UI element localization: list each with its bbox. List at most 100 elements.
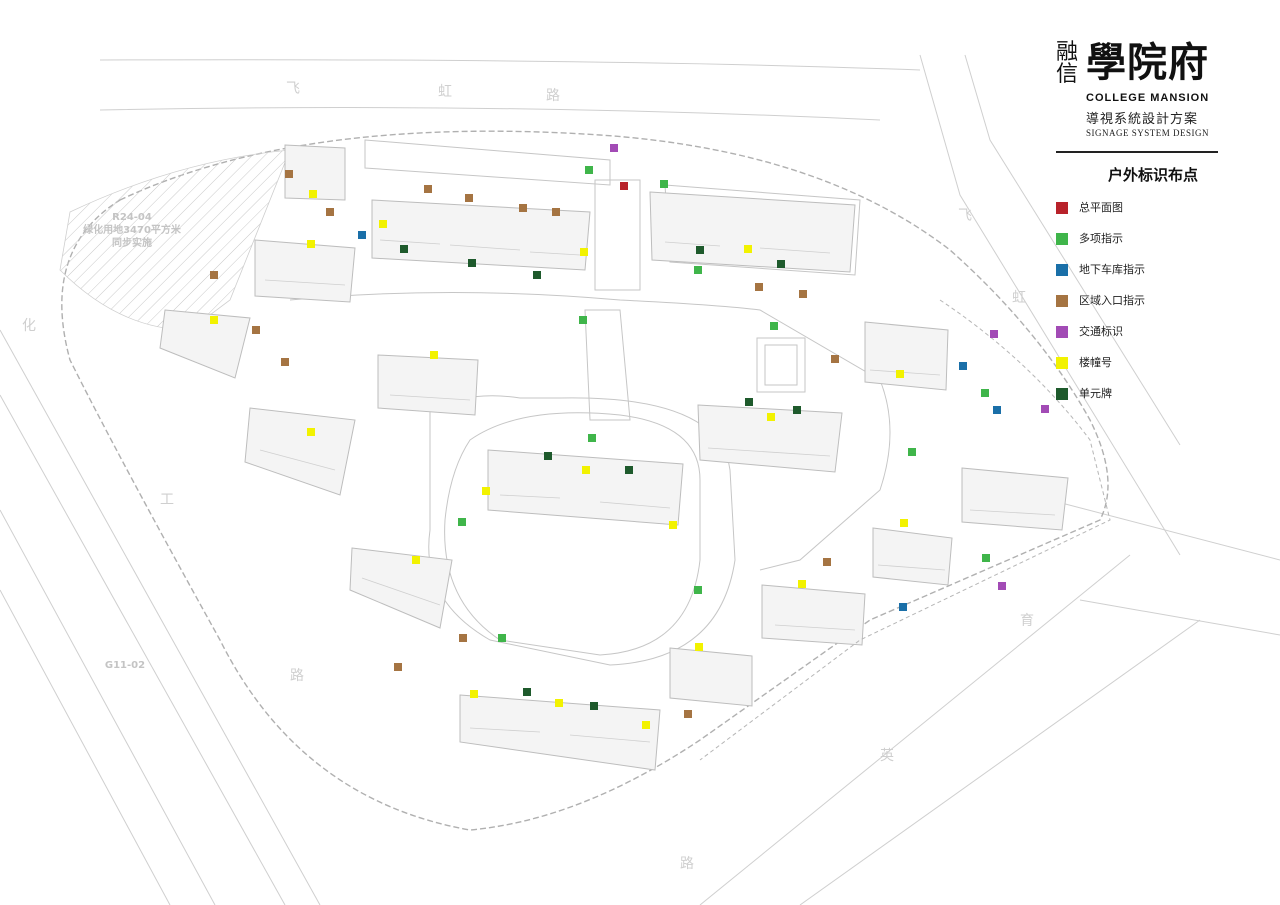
brand-title: 學院府 — [1086, 39, 1209, 86]
area-entrance-sign-marker — [459, 634, 467, 642]
header-divider — [1056, 151, 1218, 153]
building-number-sign-marker — [379, 220, 387, 228]
buildings — [159, 144, 1069, 771]
building-3 — [649, 191, 856, 273]
multi-direction-sign-marker — [579, 316, 587, 324]
brand-subtitle: 導視系統設計方案 — [1086, 112, 1199, 127]
building-number-sign-marker — [767, 413, 775, 421]
building-number-sign-marker — [482, 487, 490, 495]
legend-item: 地下车库指示 — [1056, 262, 1145, 293]
building-number-sign-marker — [900, 519, 908, 527]
building-number-sign-marker — [580, 248, 588, 256]
unit-sign-marker — [696, 246, 704, 254]
multi-direction-sign-marker — [982, 554, 990, 562]
building-number-sign-marker — [309, 190, 317, 198]
traffic-sign-marker — [998, 582, 1006, 590]
building-number-sign-marker — [896, 370, 904, 378]
road-label-fei-right: 飞 — [958, 208, 972, 224]
legend-swatch — [1056, 357, 1068, 369]
building-14 — [761, 584, 866, 646]
legend-item: 总平面图 — [1056, 200, 1145, 231]
road-label-ying: 英 — [880, 747, 894, 764]
road-label-fei-top: 飞 — [286, 81, 300, 97]
building-11 — [961, 467, 1069, 531]
east-road-dashed — [699, 299, 1111, 761]
brand-english: COLLEGE MANSION — [1086, 92, 1210, 104]
area-entrance-sign-marker — [831, 355, 839, 363]
area-entrance-sign-marker — [394, 663, 402, 671]
building-10 — [864, 321, 949, 391]
building-number-sign-marker — [430, 351, 438, 359]
legend-swatch — [1056, 264, 1068, 276]
multi-direction-sign-marker — [498, 634, 506, 642]
legend-label: 楼幢号 — [1079, 356, 1112, 369]
building-number-sign-marker — [555, 699, 563, 707]
road-label-hong-right: 虹 — [1012, 290, 1026, 306]
area-entrance-sign-marker — [210, 271, 218, 279]
garage-sign-marker — [358, 231, 366, 239]
road-labels: 飞 虹 路 飞 虹 化 工 路 育 英 路 — [22, 81, 1034, 872]
unit-sign-marker — [400, 245, 408, 253]
unit-sign-marker — [533, 271, 541, 279]
building-number-sign-marker — [307, 428, 315, 436]
building-number-sign-marker — [210, 316, 218, 324]
building-number-sign-marker — [744, 245, 752, 253]
building-number-sign-marker — [582, 466, 590, 474]
building-4 — [254, 239, 356, 303]
green-land-note-2: 同步实施 — [112, 236, 152, 249]
building-15 — [669, 647, 753, 707]
legend-item: 多项指示 — [1056, 231, 1145, 262]
building-5 — [159, 309, 251, 379]
traffic-sign-marker — [1041, 405, 1049, 413]
unit-sign-marker — [793, 406, 801, 414]
area-entrance-sign-marker — [285, 170, 293, 178]
road-label-hong-top: 虹 — [438, 84, 452, 100]
legend-title: 户外标识布点 — [1108, 166, 1199, 184]
multi-direction-sign-marker — [908, 448, 916, 456]
multi-direction-sign-marker — [585, 166, 593, 174]
unit-sign-marker — [625, 466, 633, 474]
building-7 — [244, 407, 356, 496]
road-label-lu-top: 路 — [546, 88, 560, 104]
area-entrance-sign-marker — [552, 208, 560, 216]
legend-swatch — [1056, 326, 1068, 338]
multi-direction-sign-marker — [458, 518, 466, 526]
legend-item: 区域入口指示 — [1056, 293, 1145, 324]
unit-sign-marker — [590, 702, 598, 710]
building-13 — [349, 547, 453, 629]
legend-swatch — [1056, 233, 1068, 245]
legend-label: 总平面图 — [1079, 201, 1123, 214]
green-land-note: 绿化用地3470平方米 — [83, 223, 182, 236]
garage-sign-marker — [899, 603, 907, 611]
building-number-sign-marker — [470, 690, 478, 698]
multi-direction-sign-marker — [588, 434, 596, 442]
area-entrance-sign-marker — [252, 326, 260, 334]
building-number-sign-marker — [642, 721, 650, 729]
unit-sign-marker — [523, 688, 531, 696]
traffic-sign-marker — [990, 330, 998, 338]
multi-direction-sign-marker — [981, 389, 989, 397]
multi-direction-sign-marker — [770, 322, 778, 330]
building-2 — [284, 144, 346, 201]
legend-label: 区域入口指示 — [1079, 294, 1145, 307]
area-entrance-sign-marker — [799, 290, 807, 298]
garage-sign-marker — [959, 362, 967, 370]
road-label-hua: 化 — [22, 318, 36, 334]
building-details — [259, 239, 1056, 743]
legend: 总平面图 多项指示 地下车库指示 区域入口指示 交通标识 楼幢号 单元牌 — [1056, 200, 1145, 417]
road-network — [0, 54, 1280, 905]
area-entrance-sign-marker — [465, 194, 473, 202]
legend-swatch — [1056, 295, 1068, 307]
building-number-sign-marker — [412, 556, 420, 564]
legend-swatch — [1056, 202, 1068, 214]
building-12 — [872, 527, 953, 586]
green-land-code: R24-04 — [112, 212, 152, 223]
area-entrance-sign-marker — [519, 204, 527, 212]
building-6 — [377, 354, 479, 416]
legend-item: 单元牌 — [1056, 386, 1145, 417]
multi-direction-sign-marker — [660, 180, 668, 188]
legend-label: 单元牌 — [1079, 387, 1112, 400]
building-9 — [487, 449, 684, 526]
legend-label: 多项指示 — [1079, 232, 1123, 245]
road-label-lu-bottom: 路 — [680, 856, 694, 872]
